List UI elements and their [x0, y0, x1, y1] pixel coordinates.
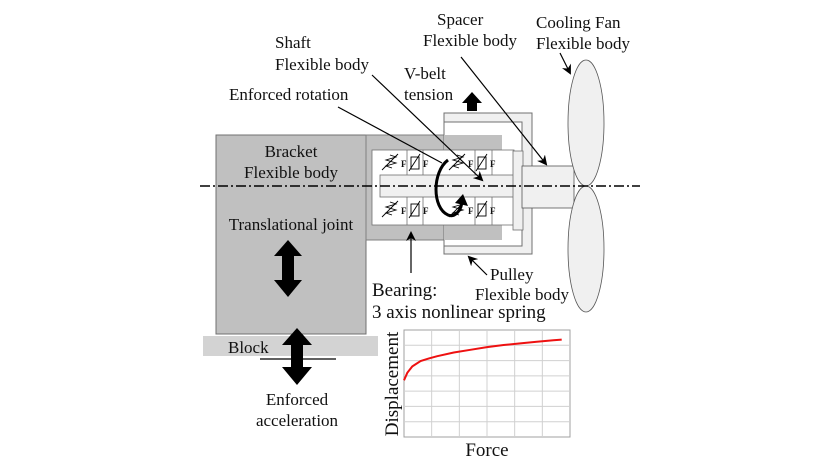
cooling-fan-blade-top: [567, 59, 605, 187]
label-spacer-line2: Flexible body: [423, 31, 517, 50]
spring-force-label: F: [401, 159, 407, 169]
vbelt-tension-arrow-icon: [462, 92, 482, 111]
spacer: [521, 165, 575, 209]
label-bracket-line1: Bracket: [265, 142, 318, 161]
spring-force-label: F: [468, 159, 474, 169]
spring-force-label: F: [468, 206, 474, 216]
leader-enforced-rotation: [337, 106, 443, 164]
enforced-rotation-arrowhead: [455, 194, 468, 206]
nonlinear-spring-icon: [448, 153, 488, 172]
label-pulley-line1: Pulley: [490, 265, 534, 284]
label-block: Block: [228, 338, 269, 357]
cooling-fan-blade-bottom: [567, 185, 605, 313]
nonlinear-spring-icon: [381, 200, 421, 219]
label-vbelt-line1: V-belt: [404, 64, 446, 83]
label-bearing-line2: 3 axis nonlinear spring: [372, 302, 546, 323]
label-spacer-line1: Spacer: [437, 10, 484, 29]
label-translational-joint: Translational joint: [229, 215, 354, 234]
label-bearing-line1: Bearing:: [372, 280, 437, 301]
label-shaft-line1: Shaft: [275, 33, 311, 52]
label-enforced-rotation: Enforced rotation: [229, 85, 349, 104]
spring-force-label: F: [490, 159, 496, 169]
leader-shaft: [371, 74, 484, 182]
block: [203, 336, 378, 356]
translational-joint-arrow-icon: [274, 240, 302, 297]
label-enforced-acceleration-line2: acceleration: [256, 411, 339, 430]
chart-series-line: [403, 338, 562, 381]
pulley-hub: [512, 150, 524, 231]
label-pulley-line2: Flexible body: [475, 285, 569, 304]
enforced-acceleration-arrow-icon: [282, 328, 312, 385]
leader-pulley: [467, 255, 488, 276]
label-cooling-fan-line1: Cooling Fan: [536, 13, 621, 32]
label-enforced-acceleration-line1: Enforced: [266, 390, 329, 409]
spring-force-label: F: [401, 206, 407, 216]
nonlinear-spring-icon: [381, 153, 421, 172]
label-vbelt-line2: tension: [404, 85, 454, 104]
label-cooling-fan-line2: Flexible body: [536, 34, 630, 53]
label-bracket-line2: Flexible body: [244, 163, 338, 182]
displacement-force-chart: Force Displacement: [382, 329, 571, 461]
leader-cooling-fan: [559, 52, 571, 75]
bracket: [215, 134, 367, 335]
chart-xlabel: Force: [465, 440, 508, 461]
leader-spacer: [460, 56, 548, 166]
chart-ylabel: Displacement: [382, 331, 403, 436]
label-shaft-line2: Flexible body: [275, 55, 369, 74]
spring-force-label: F: [423, 159, 429, 169]
spring-force-label: F: [490, 206, 496, 216]
enforced-rotation-arrow: [434, 158, 464, 218]
spring-force-label: F: [423, 206, 429, 216]
